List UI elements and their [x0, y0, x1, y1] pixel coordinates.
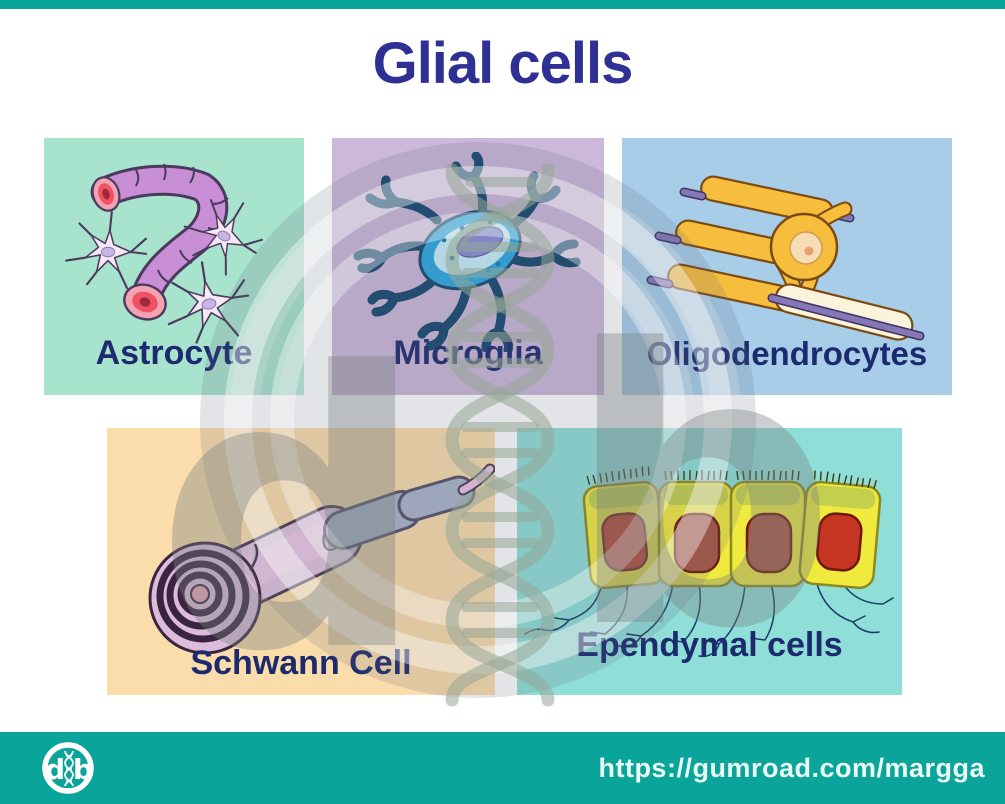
- card-ependymal: Ependymal cells: [517, 428, 902, 695]
- ependymal-cells-illustration: [524, 464, 894, 658]
- oligodendrocyte-illustration: [622, 175, 925, 341]
- astrocyte-illustration: [65, 163, 274, 352]
- gumroad-url: https://gumroad.com/margga: [598, 752, 985, 783]
- microglia-illustration: [353, 152, 581, 352]
- page-title: Glial cells: [372, 31, 634, 96]
- schwann-cell-illustration: [148, 463, 495, 655]
- card-oligodendrocytes: Oligodendrocytes: [622, 138, 952, 395]
- astrocyte-label: Astrocyte: [95, 334, 253, 372]
- microglia-label: Microglia: [393, 334, 543, 372]
- schwann-cell-label: Schwann Cell: [190, 644, 412, 682]
- footer-bar: d b https://gumroad.com/margga: [0, 732, 1005, 804]
- db-logo: d b: [42, 742, 94, 794]
- card-astrocyte: Astrocyte: [44, 138, 304, 395]
- top-accent-strip: [0, 0, 1005, 9]
- oligodendrocytes-label: Oligodendrocytes: [646, 335, 928, 372]
- ependymal-cells-label: Ependymal cells: [576, 626, 843, 664]
- logo-dna-helix: [64, 750, 74, 787]
- logo-letter-b: b: [73, 753, 93, 786]
- logo-letter-d: d: [45, 753, 65, 786]
- card-schwann: Schwann Cell: [107, 428, 495, 695]
- card-microglia: Microglia: [332, 138, 604, 395]
